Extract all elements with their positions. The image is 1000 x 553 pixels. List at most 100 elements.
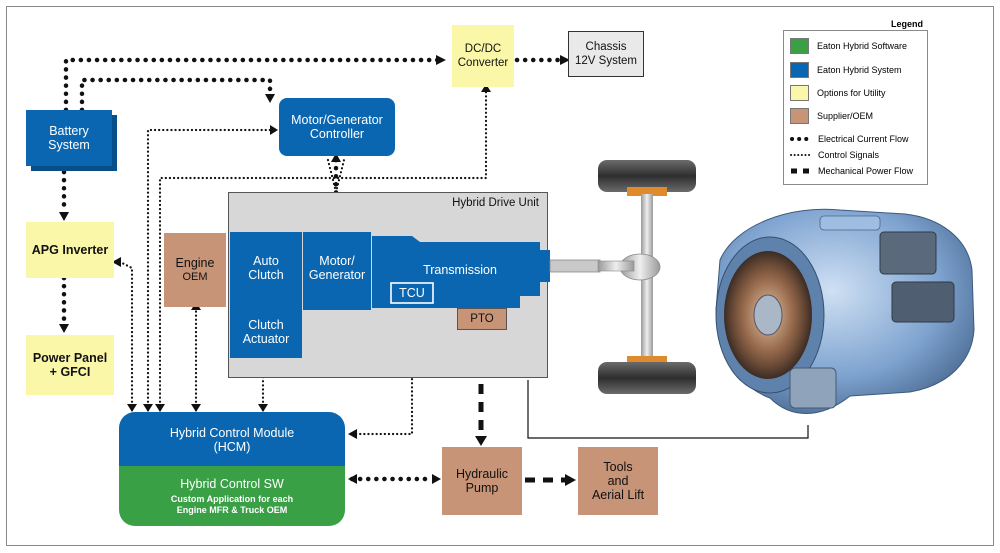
legend-mechanical-dashes — [791, 168, 812, 174]
actuator-block — [789, 367, 837, 409]
clutch-column — [230, 232, 302, 358]
pto-box: PTO — [457, 308, 507, 330]
battery-system-box: Battery System — [26, 110, 112, 166]
ctrl-hcm-to-dcdc — [158, 90, 488, 412]
power-panel-box: Power Panel + GFCI — [26, 335, 114, 395]
tools-line1: Tools — [603, 460, 633, 474]
apg-line1: APG Inverter — [31, 243, 109, 257]
transmission-shape — [372, 236, 550, 308]
chassis-line1: Chassis — [585, 41, 627, 53]
hcsw-line2: Custom Application for each — [170, 493, 294, 504]
control-module-b — [891, 281, 955, 323]
arrow-m-tools — [565, 474, 576, 486]
tcu-label: TCU — [391, 285, 433, 301]
upper-tire — [598, 160, 696, 192]
chassis-line2: 12V System — [575, 55, 637, 67]
arrow-c-mgc — [270, 125, 278, 135]
legend-item-utility: Options for Utility — [790, 85, 886, 101]
battery-line1: Battery — [49, 124, 89, 138]
motor-generator-controller-box: Motor/Generator Controller — [279, 98, 395, 156]
legend-label-electrical: Electrical Current Flow — [818, 134, 909, 144]
photo-connector — [527, 380, 809, 439]
power-panel-line1: Power Panel — [32, 351, 108, 365]
legend-label-system: Eaton Hybrid System — [817, 65, 902, 75]
legend-control-dots — [790, 154, 812, 156]
motor-gen-line1: Motor/ — [319, 254, 355, 268]
transmission-line1: Transmission — [423, 263, 497, 277]
ctrl-hcm-to-mgc — [146, 128, 272, 412]
engine-oem-box: Engine OEM — [164, 233, 226, 307]
motor-generator-label: Motor/ Generator — [303, 252, 371, 284]
arrow-hydraulic-in — [432, 474, 441, 484]
tcu-outline — [390, 282, 434, 304]
hcsw-line3: Engine MFR & Truck OEM — [176, 504, 288, 515]
hcm-line1: Hybrid Control Module — [169, 426, 295, 440]
hydraulic-line2: Pump — [465, 481, 499, 495]
clutch-actuator-line2: Actuator — [242, 332, 290, 346]
upper-hub — [627, 187, 667, 196]
legend-label-utility: Options for Utility — [817, 88, 886, 98]
engine-line2: OEM — [182, 271, 208, 283]
hybrid-control-module-box: Hybrid Control Module (HCM) — [119, 412, 345, 468]
arrow-apg — [59, 212, 69, 221]
auto-clutch-line2: Clutch — [248, 268, 284, 282]
legend-box: Legend Eaton Hybrid Software Eaton Hybri… — [783, 19, 928, 185]
arrow-c-apg — [112, 257, 121, 267]
hybrid-control-sw-box: Hybrid Control SW Custom Application for… — [119, 466, 345, 526]
pto-line1: PTO — [470, 313, 494, 325]
motor-gen-line2: Generator — [308, 268, 366, 282]
hcsw-line1: Hybrid Control SW — [180, 476, 284, 491]
tools-line2: and — [607, 474, 629, 488]
legend-label-software: Eaton Hybrid Software — [817, 41, 908, 51]
mgc-line1: Motor/Generator — [291, 113, 383, 127]
legend-item-supplier: Supplier/OEM — [790, 108, 873, 124]
arrow-dcdc-left — [436, 55, 446, 65]
elec-battery-to-mgc — [79, 77, 273, 113]
arrow-c-hcm3 — [155, 404, 165, 412]
auto-clutch-label: Auto Clutch — [230, 252, 302, 284]
lower-hub — [627, 356, 667, 365]
hydraulic-line1: Hydraulic — [455, 467, 509, 481]
ctrl-hcm-to-tcu — [350, 310, 414, 436]
arrow-c-dcdc — [481, 84, 491, 92]
arrow-c-hcm-r — [348, 429, 357, 439]
arrow-c-hcm1 — [127, 404, 137, 412]
arrow-c-engine-dn — [191, 404, 201, 412]
dcdc-line2: Converter — [457, 57, 509, 69]
legend-title: Legend — [890, 19, 923, 29]
hydraulic-pump-box: Hydraulic Pump — [442, 447, 522, 515]
control-module-a — [879, 231, 937, 275]
legend-swatch-tan — [790, 108, 809, 124]
clutch-actuator-line1: Clutch — [248, 318, 284, 332]
hcm-line2: (HCM) — [213, 440, 251, 454]
arrow-m-hydraulic — [475, 436, 487, 446]
legend-line-electrical: Electrical Current Flow — [790, 134, 909, 144]
legend-label-control: Control Signals — [818, 150, 880, 160]
legend-item-software: Eaton Hybrid Software — [790, 38, 907, 54]
arrow-hcsw-in — [348, 474, 357, 484]
tools-aerial-lift-box: Tools and Aerial Lift — [578, 447, 658, 515]
legend-label-mechanical: Mechanical Power Flow — [818, 166, 914, 176]
motor-generator-block — [303, 232, 371, 310]
legend-swatch-blue — [790, 62, 809, 78]
transmission-label: Transmission — [410, 262, 510, 278]
dcdc-line1: DC/DC — [464, 43, 502, 55]
legend-line-mechanical: Mechanical Power Flow — [790, 166, 913, 176]
legend-swatch-green — [790, 38, 809, 54]
lower-tire — [598, 362, 696, 394]
legend-line-control: Control Signals — [790, 150, 879, 160]
arrow-c-mgc-bottom — [331, 153, 341, 162]
legend-item-system: Eaton Hybrid System — [790, 62, 902, 78]
auto-clutch-line1: Auto — [253, 254, 279, 268]
arrow-chassis — [560, 55, 570, 65]
power-panel-line2: + GFCI — [49, 365, 91, 379]
legend-electrical-dots — [790, 137, 812, 141]
engine-line1: Engine — [175, 256, 215, 270]
arrow-panel — [59, 324, 69, 333]
tools-line3: Aerial Lift — [591, 488, 645, 502]
battery-line2: System — [48, 138, 90, 152]
